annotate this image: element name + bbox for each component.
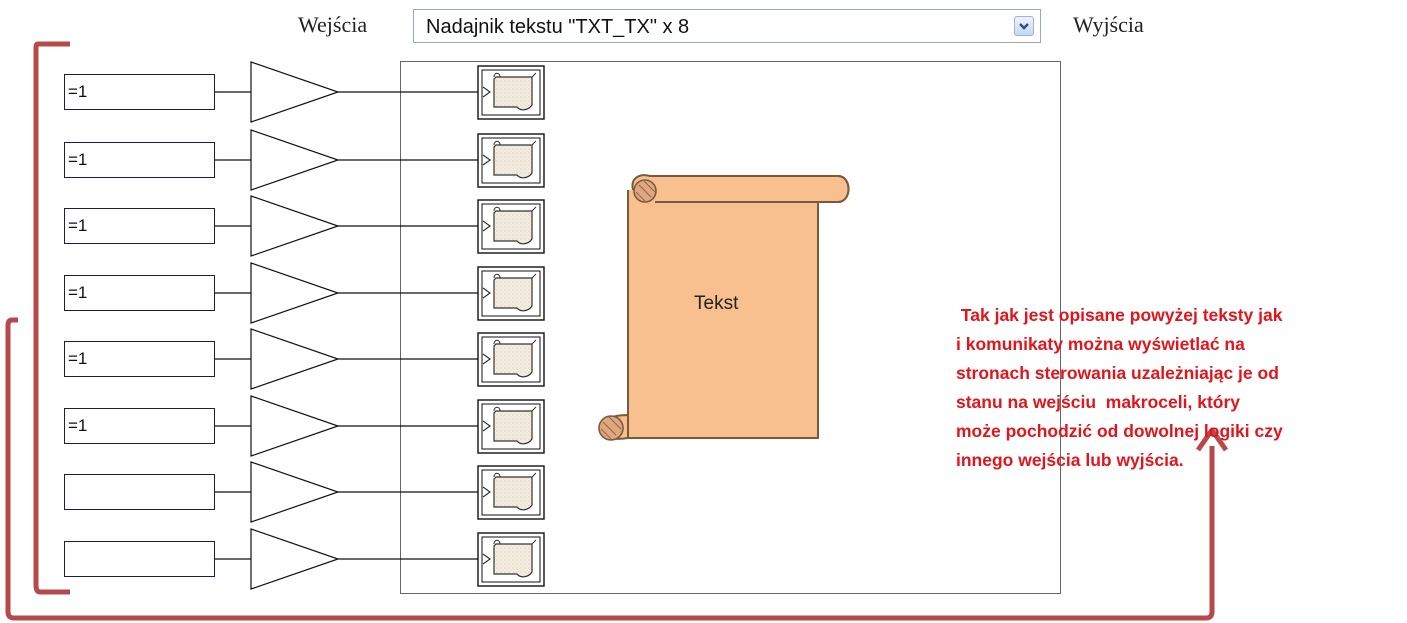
annotation-line-4: stanu na wejściu makroceli, który <box>956 392 1240 412</box>
input-field-2[interactable]: =1 <box>64 142 215 178</box>
input-field-3[interactable]: =1 <box>64 208 215 244</box>
input-row-5 <box>214 328 545 390</box>
input-row-2 <box>214 129 545 191</box>
outputs-label: Wyjścia <box>1073 12 1144 37</box>
arrow-up-icon <box>1195 427 1229 452</box>
scroll-label: Tekst <box>694 293 739 314</box>
input-field-4[interactable]: =1 <box>64 275 215 311</box>
input-field-6[interactable]: =1 <box>64 408 215 444</box>
macro-select[interactable]: Nadajnik tekstu "TXT_TX" x 8 <box>413 9 1041 43</box>
inputs-bracket <box>33 41 70 595</box>
input-row-7 <box>214 461 545 523</box>
input-row-3 <box>214 195 545 257</box>
annotation-line-6: innego wejścia lub wyjścia. <box>956 450 1184 470</box>
annotation-line-2: i komunikaty można wyświetlać na <box>956 334 1245 354</box>
input-row-4 <box>214 262 545 324</box>
macro-select-value: Nadajnik tekstu "TXT_TX" x 8 <box>426 16 690 38</box>
annotation-line-3: stronach sterowania uzależniając je od <box>956 363 1279 383</box>
annotation-line-1: Tak jak jest opisane powyżej teksty jak <box>956 305 1283 325</box>
scroll-icon <box>598 174 850 441</box>
input-field-8[interactable] <box>64 541 215 577</box>
input-row-6 <box>214 395 545 457</box>
annotation-line-5: może pochodzić od dowolnej logiki czy <box>956 421 1283 441</box>
annotation-connector <box>5 317 1215 621</box>
annotation-text: Tak jak jest opisane powyżej teksty jak … <box>956 301 1396 475</box>
input-row-8 <box>214 528 545 590</box>
input-row-1 <box>214 61 545 123</box>
inputs-label: Wejścia <box>298 12 368 37</box>
input-field-7[interactable] <box>64 474 215 510</box>
input-field-1[interactable]: =1 <box>64 74 215 110</box>
input-field-5[interactable]: =1 <box>64 341 215 377</box>
chevron-down-icon[interactable] <box>1014 16 1034 36</box>
